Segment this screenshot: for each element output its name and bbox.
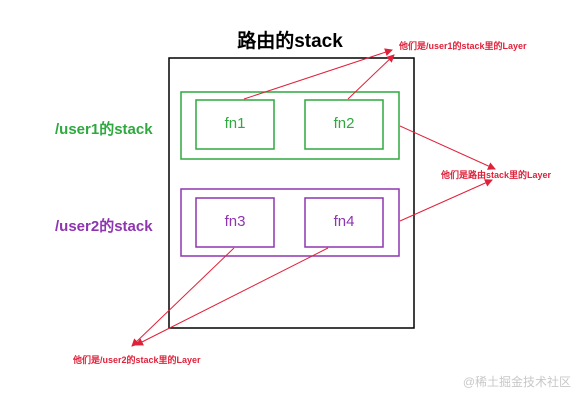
fn3-label: fn3 — [224, 213, 246, 230]
arrow-fn2-to-user1-note — [347, 54, 395, 100]
arrow-fn3-to-user2-note — [131, 247, 235, 347]
user1-layer-note: 他们是/user1的stack里的Layer — [399, 41, 527, 51]
arrow-user2-box-to-router-note — [399, 179, 493, 222]
router-layer-note: 他们是路由stack里的Layer — [441, 170, 552, 180]
user2-layer-note: 他们是/user2的stack里的Layer — [73, 355, 201, 365]
watermark: @稀土掘金技术社区 — [462, 375, 571, 389]
arrow-fn1-to-user1-note — [243, 48, 393, 100]
user2-stack-box — [180, 188, 400, 257]
arrow-user1-box-to-router-note — [399, 125, 496, 170]
fn1-box — [195, 99, 275, 150]
fn2-box — [304, 99, 384, 150]
router-stack-box — [168, 57, 415, 329]
diagram-title: 路由的stack — [237, 31, 343, 52]
fn3-box — [195, 197, 275, 248]
user1-stack-box — [180, 91, 400, 160]
fn1-label: fn1 — [224, 115, 246, 132]
user1-stack-label: /user1的stack — [55, 121, 153, 138]
arrow-fn4-to-user2-note — [135, 247, 329, 346]
user2-stack-label: /user2的stack — [55, 218, 153, 235]
fn2-label: fn2 — [333, 115, 355, 132]
fn4-label: fn4 — [333, 213, 355, 230]
fn4-box — [304, 197, 384, 248]
